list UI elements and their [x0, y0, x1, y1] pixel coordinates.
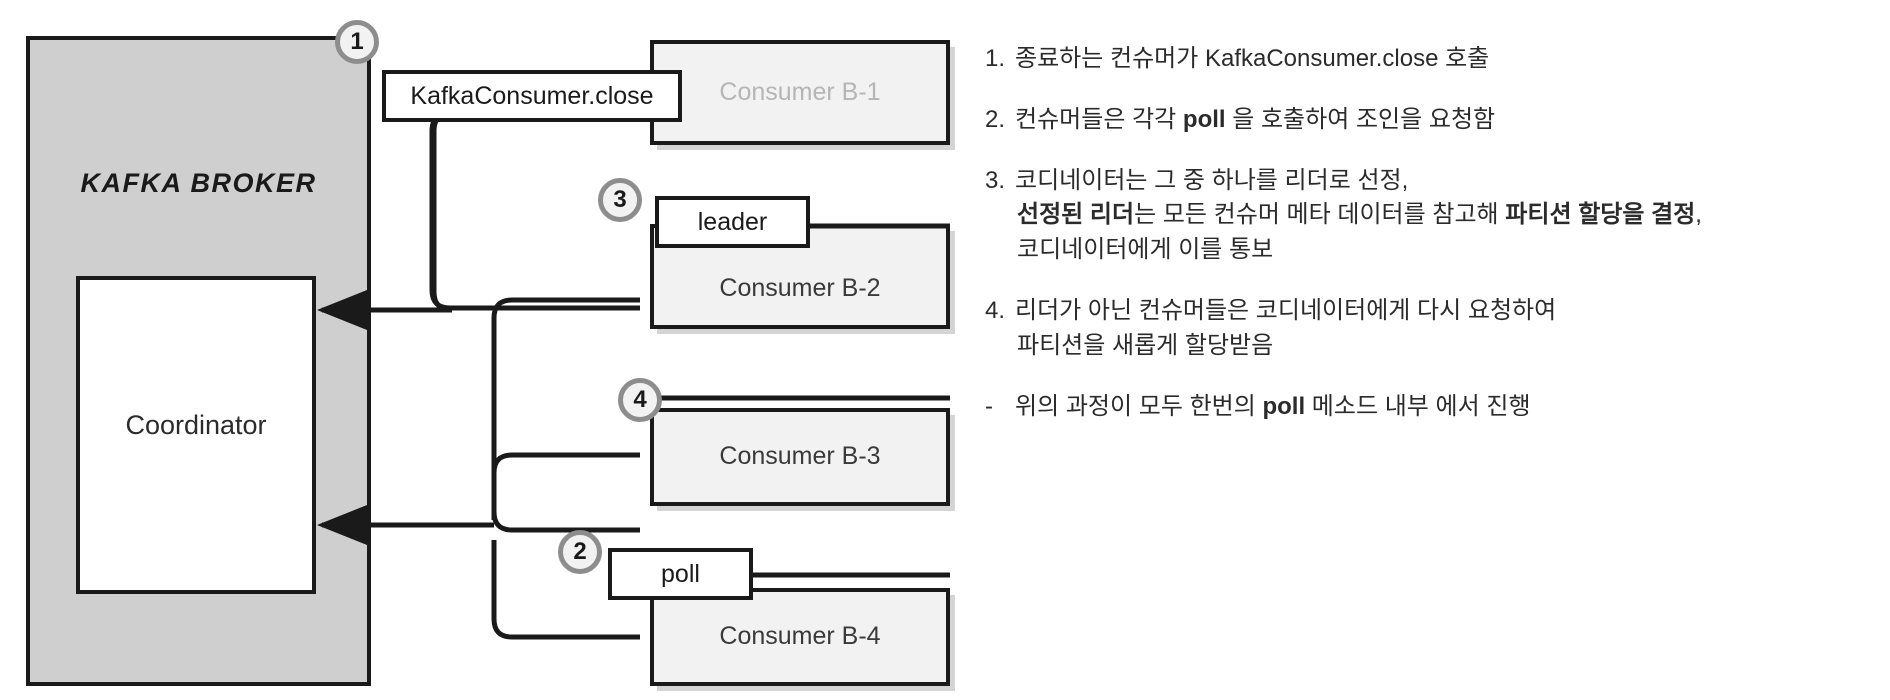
note-text: 리더가 아닌 컨슈머들은 코디네이터에게 다시 요청하여: [1015, 296, 1557, 324]
note-emphasis: poll: [1262, 392, 1306, 420]
note-line: 코디네이터에게 이를 통보: [1015, 233, 1875, 268]
note-text: 코디네이터에게 이를 통보: [1017, 236, 1274, 264]
note-item-5: - 위의 과정이 모두 한번의 poll 메소드 내부 에서 진행: [985, 390, 1875, 425]
leader-tag[interactable]: leader: [655, 196, 810, 248]
note-marker: 4.: [985, 296, 1006, 324]
note-marker: 2.: [985, 105, 1006, 133]
step-badge-1: 1: [335, 20, 379, 64]
consumer-b4-label: Consumer B-4: [719, 622, 881, 650]
step-badge-4: 4: [618, 378, 662, 422]
note-body: 종료하는 컨슈머가 KafkaConsumer.close 호출: [1015, 42, 1875, 77]
consumer-b1-label: Consumer B-1: [719, 78, 881, 106]
note-emphasis: poll: [1182, 105, 1226, 133]
note-marker: 3.: [985, 166, 1006, 194]
note-line: 선정된 리더는 모든 컨슈머 메타 데이터를 참고해 파티션 할당을 결정,: [1015, 198, 1875, 233]
poll-tag[interactable]: poll: [608, 548, 753, 600]
note-text: 는 모든 컨슈머 메타 데이터를 참고해: [1134, 201, 1506, 229]
note-marker: 1.: [985, 45, 1006, 72]
note-line: 리더가 아닌 컨슈머들은 코디네이터에게 다시 요청하여: [1015, 294, 1875, 329]
kafka-broker-title: KAFKA BROKER: [80, 168, 317, 198]
coordinator-label: Coordinator: [125, 410, 267, 440]
note-line: 컨슈머들은 각각 poll 을 호출하여 조인을 요청함: [1015, 103, 1875, 138]
note-emphasis: 파티션 할당을 결정: [1505, 201, 1696, 229]
consumer-b1-box[interactable]: Consumer B-1: [650, 40, 950, 145]
wire-b2-trunk: [491, 297, 640, 533]
note-line: 위의 과정이 모두 한번의 poll 메소드 내부 에서 진행: [1015, 390, 1875, 425]
note-text: 파티션을 새롭게 할당받음: [1017, 331, 1274, 359]
note-line: 파티션을 새롭게 할당받음: [1015, 329, 1875, 364]
note-text: 을 호출하여 조인을 요청함: [1225, 105, 1496, 133]
step-badge-2: 2: [558, 530, 602, 574]
consumer-b4-box[interactable]: Consumer B-4: [650, 588, 950, 686]
note-item-3: 3. 코디네이터는 그 중 하나를 리더로 선정, 선정된 리더는 모든 컨슈머 …: [985, 164, 1875, 268]
note-text: 위의 과정이 모두 한번의: [1015, 392, 1263, 420]
note-line: 종료하는 컨슈머가 KafkaConsumer.close 호출: [1015, 42, 1875, 77]
note-item-1: 1. 종료하는 컨슈머가 KafkaConsumer.close 호출: [985, 42, 1875, 77]
step-badge-3: 3: [598, 178, 642, 222]
note-text: 컨슈머들은 각각: [1015, 105, 1183, 133]
note-text: 코디네이터는 그 중 하나를 리더로 선정,: [1015, 166, 1409, 194]
note-text: 메소드 내부 에서 진행: [1305, 392, 1531, 420]
note-item-2: 2. 컨슈머들은 각각 poll 을 호출하여 조인을 요청함: [985, 103, 1875, 138]
explanation-panel: 1. 종료하는 컨슈머가 KafkaConsumer.close 호출 2. 컨…: [985, 42, 1875, 450]
consumer-b3-box[interactable]: Consumer B-3: [650, 408, 950, 506]
note-text: 종료하는 컨슈머가 KafkaConsumer.close 호출: [1015, 45, 1490, 72]
consumer-b2-label: Consumer B-2: [719, 274, 881, 302]
note-body: 위의 과정이 모두 한번의 poll 메소드 내부 에서 진행: [1015, 390, 1875, 425]
note-marker: -: [985, 392, 993, 420]
note-body: 코디네이터는 그 중 하나를 리더로 선정, 선정된 리더는 모든 컨슈머 메타 …: [1015, 164, 1875, 268]
note-text: ,: [1695, 201, 1702, 229]
note-line: 코디네이터는 그 중 하나를 리더로 선정,: [1015, 164, 1875, 199]
coordinator-box: [76, 276, 316, 594]
consumer-b3-label: Consumer B-3: [719, 442, 881, 470]
kafkaconsumer-close-tag[interactable]: KafkaConsumer.close: [382, 70, 682, 122]
note-emphasis: 선정된 리더: [1017, 201, 1135, 229]
note-body: 컨슈머들은 각각 poll 을 호출하여 조인을 요청함: [1015, 103, 1875, 138]
wire-b3-trunk: [491, 452, 640, 520]
